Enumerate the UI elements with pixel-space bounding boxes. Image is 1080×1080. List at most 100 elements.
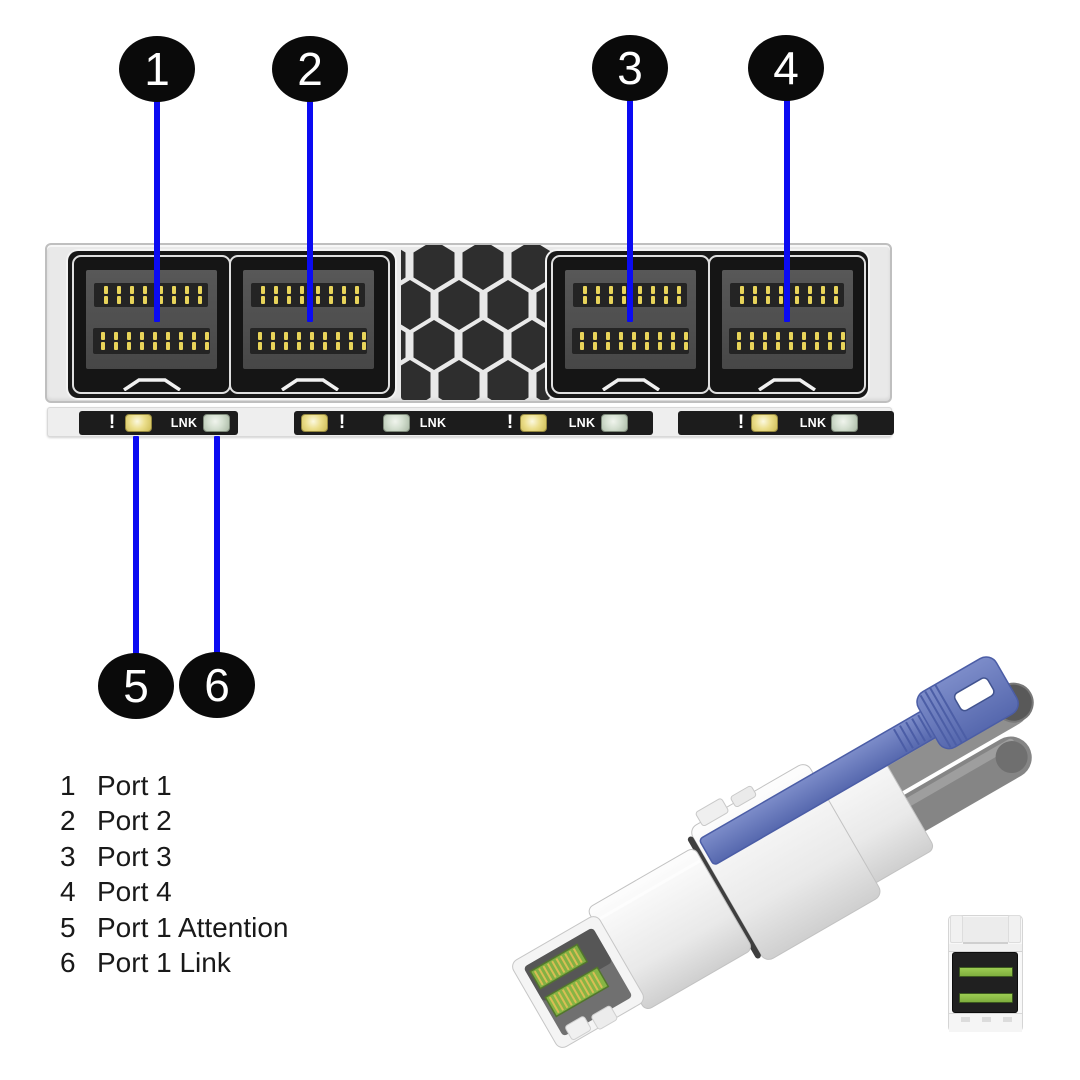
legend-number: 3 — [60, 840, 76, 872]
connector-pin — [828, 342, 832, 350]
connector-pin — [143, 286, 147, 294]
connector-pin — [310, 342, 314, 350]
legend-item: 4 Port 4 — [60, 875, 288, 911]
connector-pin — [284, 332, 288, 340]
connector-pin — [179, 332, 183, 340]
link-label: LNK — [170, 416, 198, 430]
connector-pin — [172, 286, 176, 294]
connector-pin — [284, 342, 288, 350]
connector-pin — [205, 342, 209, 350]
connector-pin — [593, 332, 597, 340]
leader-line-5 — [133, 436, 139, 654]
connector-pin — [166, 332, 170, 340]
vent-hex-cell — [438, 360, 480, 400]
module-slot-lower — [959, 993, 1013, 1003]
connector-pin — [609, 296, 613, 304]
port-group-left — [68, 251, 395, 398]
led-band: ! LNK ! LNK ! LNK ! LNK — [47, 407, 894, 437]
connector-pin — [821, 286, 825, 294]
module-base-notch — [982, 1017, 991, 1022]
module-slot-upper — [959, 967, 1013, 977]
port-2-3-led-strip: ! LNK ! LNK — [294, 411, 653, 435]
connector-pin — [143, 296, 147, 304]
leader-line-6 — [214, 436, 220, 654]
port-2-attention-led — [301, 414, 328, 432]
pull-tab — [699, 656, 1019, 865]
port-latch-notch — [280, 378, 339, 391]
vent-hex-cell — [511, 245, 550, 290]
connector-pin — [172, 296, 176, 304]
connector-pin — [287, 296, 291, 304]
connector-pin — [776, 342, 780, 350]
connector-pin — [166, 342, 170, 350]
connector-pin — [671, 342, 675, 350]
leader-line-4 — [784, 100, 790, 322]
connector-pin — [684, 342, 688, 350]
connector-pin — [159, 296, 163, 304]
connector-pin — [651, 296, 655, 304]
callout-5: 5 — [98, 653, 174, 719]
connector-pin — [342, 286, 346, 294]
pin-row — [572, 328, 689, 354]
connector-pin — [274, 296, 278, 304]
connector-pin — [789, 342, 793, 350]
connector-pin — [834, 286, 838, 294]
connector-pin — [779, 286, 783, 294]
connector-pin — [808, 286, 812, 294]
connector-pin — [130, 296, 134, 304]
connector-pin — [677, 296, 681, 304]
legend-number: 6 — [60, 947, 76, 979]
vent-hex-cell — [401, 360, 431, 400]
connector-pin — [834, 296, 838, 304]
port-2-link-led — [383, 414, 410, 432]
vent-hex-cell — [511, 320, 550, 370]
connector-pin — [632, 332, 636, 340]
connector-pin — [622, 286, 626, 294]
legend-label: Port 1 — [97, 769, 172, 801]
connector-pin — [192, 342, 196, 350]
io-faceplate — [45, 243, 892, 403]
face-latch-tab — [591, 1005, 618, 1030]
connector-pin — [355, 296, 359, 304]
connector-pin — [104, 286, 108, 294]
connector-pin — [763, 342, 767, 350]
latch-clip — [730, 785, 757, 808]
connector-pin — [261, 286, 265, 294]
port-group-right — [547, 251, 868, 398]
connector-pin — [593, 342, 597, 350]
callout-6: 6 — [179, 652, 255, 718]
connector-pin — [645, 332, 649, 340]
connector-pin — [140, 332, 144, 340]
connector-pin — [677, 286, 681, 294]
connector-pin — [185, 296, 189, 304]
connector-pin — [821, 296, 825, 304]
attention-label: ! — [506, 412, 514, 433]
legend-label: Port 4 — [97, 876, 172, 908]
connector-pin — [638, 296, 642, 304]
connector-pin — [198, 296, 202, 304]
module-base-notch — [961, 1017, 970, 1022]
pin-row — [93, 328, 210, 354]
connector-pin — [815, 342, 819, 350]
vent-grille — [401, 245, 550, 400]
connector-pin — [101, 342, 105, 350]
module-base — [949, 1013, 1022, 1032]
connector-pin — [740, 286, 744, 294]
connector-pin — [779, 296, 783, 304]
legend-number: 4 — [60, 876, 76, 908]
connector-pin — [580, 332, 584, 340]
vent-hex-cell — [536, 280, 550, 330]
connector-pin — [342, 296, 346, 304]
module-collar — [949, 944, 1022, 952]
connector-pin — [297, 332, 301, 340]
vent-hex-cell — [401, 320, 406, 370]
legend-label: Port 1 Link — [97, 947, 231, 979]
attention-label: ! — [338, 412, 346, 433]
connector-pin — [300, 296, 304, 304]
connector-pin — [664, 286, 668, 294]
connector-pin — [127, 332, 131, 340]
connector-pin — [606, 332, 610, 340]
